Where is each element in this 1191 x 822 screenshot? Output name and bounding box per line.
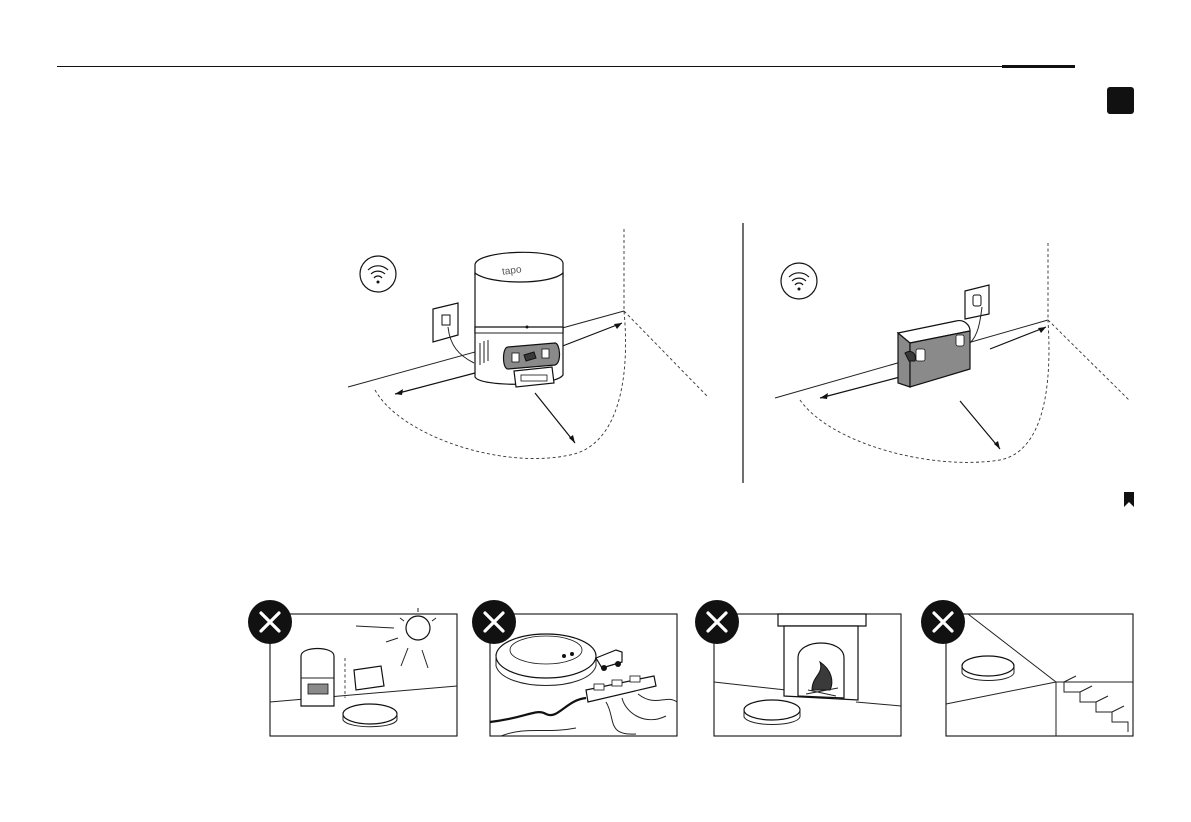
header-rule-accent — [1002, 65, 1075, 68]
right-scene — [775, 243, 1130, 462]
avoid-fireplace-scene — [714, 614, 901, 736]
x-circle-icon — [472, 600, 516, 644]
left-scene: tapo — [348, 229, 708, 459]
wifi-icon-right — [781, 263, 817, 299]
x-circle-icon — [695, 600, 739, 644]
header-rule — [57, 66, 1075, 67]
x-circle-icon — [248, 600, 292, 644]
placement-diagram: tapo — [330, 215, 1150, 495]
avoid-sunlight-scene — [270, 608, 457, 736]
avoid-scenes — [246, 598, 1138, 740]
x-circle-icon — [921, 600, 965, 644]
docking-station: tapo — [475, 252, 563, 387]
avoid-cables-scene — [490, 614, 677, 736]
wifi-icon-left — [360, 256, 396, 292]
language-tab[interactable] — [1107, 87, 1134, 114]
avoid-stairs-scene — [946, 614, 1133, 736]
compact-dock — [898, 321, 970, 387]
